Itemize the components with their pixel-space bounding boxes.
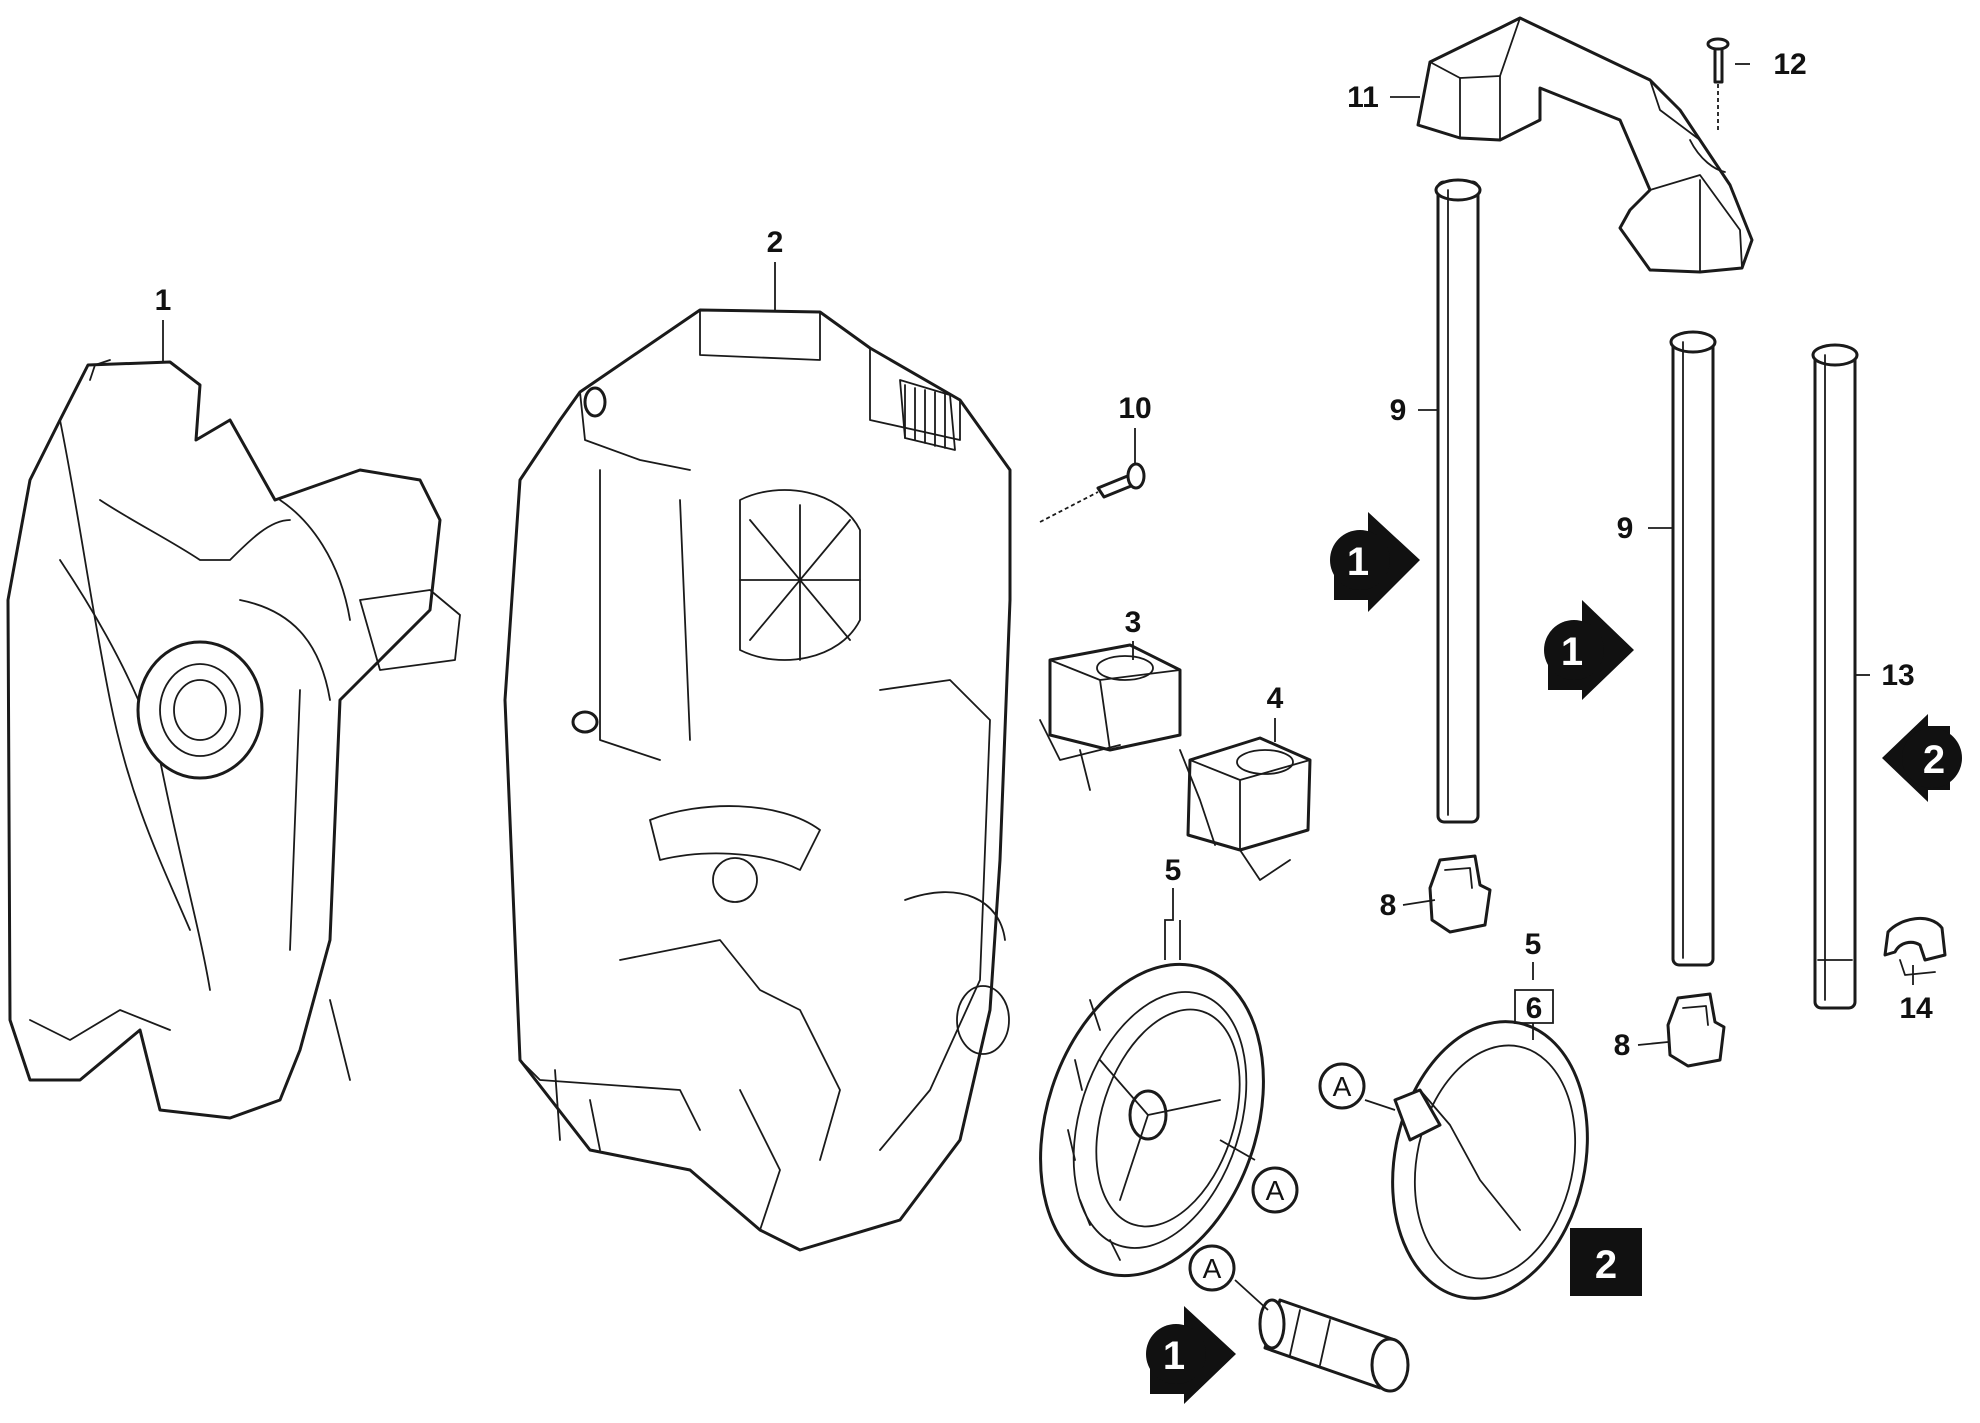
- part-8-foot-right: [1666, 992, 1726, 1068]
- part-4-bracket: [1179, 736, 1312, 881]
- svg-text:1: 1: [1347, 540, 1369, 584]
- svg-text:1: 1: [1163, 1334, 1185, 1378]
- label-part-8-left: 8: [1380, 889, 1397, 922]
- part-labels: 1 2 10 3 4 5 5 6 9 9 13 8 8 11 12 14: [155, 48, 1933, 1062]
- ref-a-wheel: A: [1266, 1175, 1285, 1206]
- part-14-clip: [1883, 916, 1947, 976]
- part-8-foot-left: [1428, 854, 1492, 934]
- part-11-handle: [1416, 16, 1754, 274]
- svg-text:2: 2: [1595, 1243, 1617, 1287]
- step-badge-2-hub: [1570, 1228, 1642, 1296]
- ref-a-hub: A: [1333, 1071, 1352, 1102]
- part-6-hub-cap: [1391, 1020, 1589, 1300]
- part-9-tube-right: [1669, 330, 1717, 967]
- label-part-11: 11: [1347, 81, 1379, 114]
- label-part-6: 6: [1526, 992, 1543, 1025]
- part-12-screw: [1706, 37, 1730, 130]
- svg-text:2: 2: [1923, 738, 1945, 782]
- label-part-8-right: 8: [1614, 1029, 1631, 1062]
- leader-lines: [162, 63, 1914, 1311]
- label-part-1: 1: [155, 284, 172, 317]
- label-part-5-cap: 5: [1525, 928, 1542, 961]
- label-part-14: 14: [1899, 992, 1933, 1025]
- ref-a-pin: A: [1203, 1253, 1222, 1284]
- label-part-4: 4: [1267, 682, 1284, 715]
- label-part-3: 3: [1125, 606, 1142, 639]
- part-10-screw: [1039, 462, 1146, 523]
- label-part-10: 10: [1118, 392, 1151, 425]
- part-3-bracket: [1039, 643, 1182, 791]
- part-9-tube-left: [1434, 178, 1482, 824]
- reference-circles: A A A: [1188, 1062, 1366, 1292]
- label-part-5-wheel: 5: [1165, 854, 1182, 887]
- label-part-13: 13: [1881, 659, 1914, 692]
- part-2-housing: [503, 308, 1012, 1252]
- label-part-9-left: 9: [1390, 394, 1407, 427]
- part-1-front-cover: [6, 359, 461, 1120]
- step-badges: 1 1 2 2 1: [1146, 512, 1962, 1404]
- part-13-tube: [1811, 343, 1859, 1010]
- label-part-2: 2: [767, 226, 784, 259]
- label-part-12: 12: [1773, 48, 1806, 81]
- part-5-wheel: [1039, 962, 1265, 1278]
- svg-text:1: 1: [1561, 630, 1583, 674]
- label-part-9-right: 9: [1617, 512, 1634, 545]
- axle-pin: [1258, 1298, 1410, 1393]
